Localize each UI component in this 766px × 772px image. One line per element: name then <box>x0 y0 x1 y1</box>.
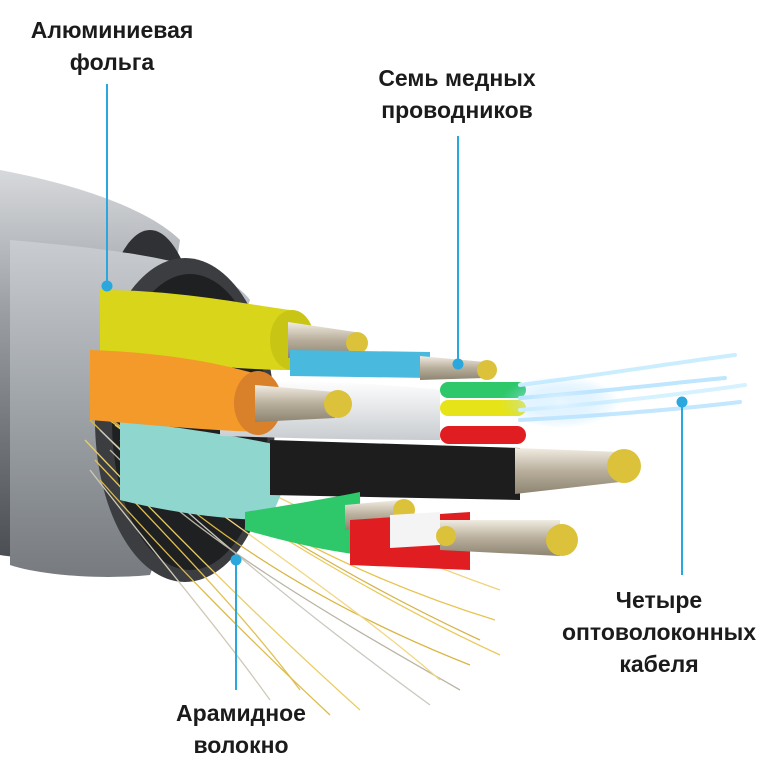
label-aramid-line1: Арамидное <box>176 700 306 726</box>
leader-foil-dot <box>101 280 113 292</box>
leader-fiber-dot <box>676 396 688 408</box>
cyan-strand-end <box>477 360 497 380</box>
red-copper-strands <box>440 520 560 556</box>
label-aramid-fibre: Арамидное волокно <box>158 697 324 761</box>
black-core <box>270 440 520 500</box>
label-fiber-line3: кабеля <box>619 651 699 677</box>
white-strand-end <box>436 526 456 546</box>
cyan-core <box>290 350 430 378</box>
green-core <box>245 492 360 555</box>
orange-core <box>90 350 260 432</box>
white-small-core <box>390 512 440 548</box>
label-aramid-line2: волокно <box>193 732 289 758</box>
leader-copper-dot <box>452 358 464 370</box>
label-aluminium-foil: Алюминиевая фольга <box>14 14 210 78</box>
leader-aramid-dot <box>230 554 242 566</box>
leader-lines <box>101 84 688 690</box>
red-fibre-core <box>440 426 526 444</box>
label-fiber-line1: Четыре <box>615 587 703 613</box>
label-four-fibre-cables: Четыре оптоволоконных кабеля <box>556 584 762 680</box>
black-strand-end <box>607 449 641 483</box>
label-copper-line1: Семь медных <box>378 65 536 91</box>
orange-strand-end <box>324 390 352 418</box>
red-strand-end <box>546 524 578 556</box>
yellow-core <box>100 290 290 370</box>
label-foil-line2: фольга <box>69 49 155 75</box>
yellow-copper-strands <box>288 322 355 358</box>
label-copper-line2: проводников <box>381 97 533 123</box>
black-copper-strands <box>515 448 620 494</box>
teal-wrap <box>120 420 300 520</box>
orange-copper-strands <box>255 385 335 422</box>
optical-fibres <box>500 353 747 428</box>
label-seven-copper-conductors: Семь медных проводников <box>362 62 552 126</box>
yellow-strand-end <box>346 332 368 354</box>
label-fiber-line2: оптоволоконных <box>561 619 757 645</box>
label-foil-line1: Алюминиевая <box>30 17 194 43</box>
cyan-copper-strands <box>420 356 485 380</box>
